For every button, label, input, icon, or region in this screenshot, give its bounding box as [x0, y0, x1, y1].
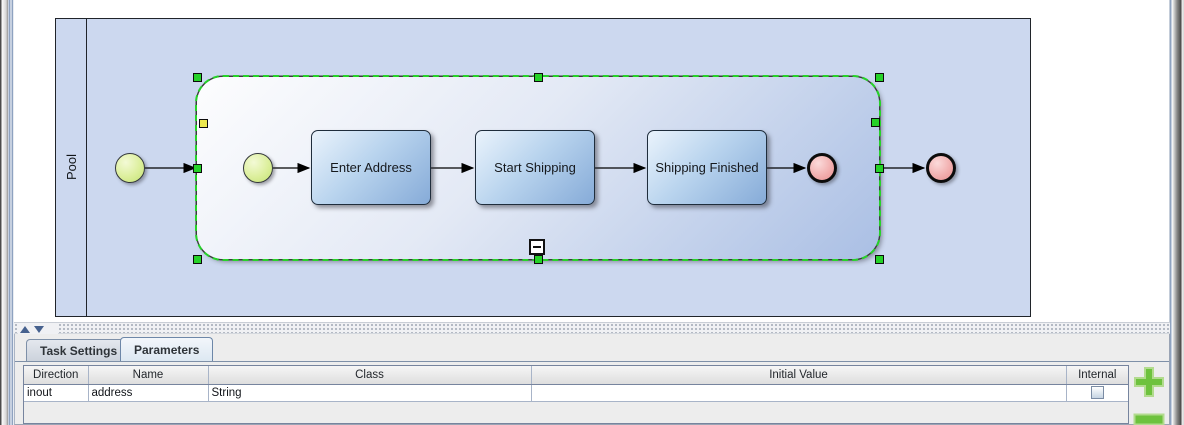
cell-internal [1066, 384, 1128, 402]
add-parameter-button[interactable] [1133, 366, 1165, 398]
table-header-row: Direction Name Class Initial Value Inter… [24, 366, 1128, 385]
split-divider[interactable] [14, 322, 1170, 335]
resize-handle-top-center[interactable] [534, 73, 543, 82]
window-frame-right [1170, 0, 1184, 425]
resize-handle-top-right[interactable] [875, 73, 884, 82]
parameters-table: Direction Name Class Initial Value Inter… [24, 366, 1128, 402]
end-event-outer[interactable] [926, 153, 956, 183]
triangle-up-icon[interactable] [20, 325, 30, 333]
diagram-canvas[interactable]: Pool Enter Address Start Shipping Sh [14, 0, 1170, 322]
resize-handle-mid-right[interactable] [875, 164, 884, 173]
cell-initial-value[interactable] [531, 384, 1067, 402]
parameters-table-scrollpane: Direction Name Class Initial Value Inter… [23, 365, 1129, 424]
triangle-down-icon[interactable] [34, 325, 44, 333]
column-header-initial-value[interactable]: Initial Value [531, 366, 1067, 385]
task-enter-address[interactable]: Enter Address [311, 130, 431, 205]
pool-label-band[interactable]: Pool [56, 19, 87, 316]
resize-handle-bottom-right[interactable] [875, 255, 884, 264]
resize-handle-bottom-center[interactable] [534, 255, 543, 264]
sequence-flow-arrows [145, 162, 926, 174]
task-start-shipping[interactable]: Start Shipping [475, 130, 595, 205]
window-frame-left [0, 0, 14, 425]
main-content: Pool Enter Address Start Shipping Sh [14, 0, 1170, 425]
column-header-direction[interactable]: Direction [24, 366, 89, 385]
column-header-class[interactable]: Class [208, 366, 532, 385]
splitter-collapse-buttons [18, 323, 58, 335]
connection-handle-left[interactable] [199, 119, 208, 128]
connection-handle-right[interactable] [871, 118, 880, 127]
parameter-action-buttons [1129, 365, 1169, 425]
cell-name[interactable]: address [88, 384, 209, 402]
column-header-name[interactable]: Name [88, 366, 209, 385]
properties-panel: Task Settings Parameters Direction Name … [14, 334, 1170, 425]
minus-icon [533, 246, 541, 248]
start-event-inner[interactable] [243, 153, 273, 183]
tab-parameters[interactable]: Parameters [120, 337, 214, 361]
internal-checkbox[interactable] [1090, 386, 1104, 399]
resize-handle-top-left[interactable] [193, 73, 202, 82]
start-event-outer[interactable] [115, 153, 145, 183]
tab-task-settings[interactable]: Task Settings [26, 339, 132, 361]
plus-icon [1134, 367, 1164, 397]
table-row: inout address String [24, 384, 1128, 402]
resize-handle-mid-left[interactable] [193, 164, 202, 173]
cell-class[interactable]: String [208, 384, 532, 402]
end-event-inner[interactable] [807, 153, 837, 183]
subprocess-collapse-button[interactable] [529, 239, 545, 255]
resize-handle-bottom-left[interactable] [193, 255, 202, 264]
parameters-tab-content: Direction Name Class Initial Value Inter… [15, 361, 1169, 425]
remove-parameter-button[interactable] [1133, 413, 1165, 425]
cell-direction[interactable]: inout [24, 384, 89, 402]
task-shipping-finished[interactable]: Shipping Finished [647, 130, 767, 205]
column-header-internal[interactable]: Internal [1066, 366, 1128, 385]
minus-icon [1133, 413, 1165, 425]
